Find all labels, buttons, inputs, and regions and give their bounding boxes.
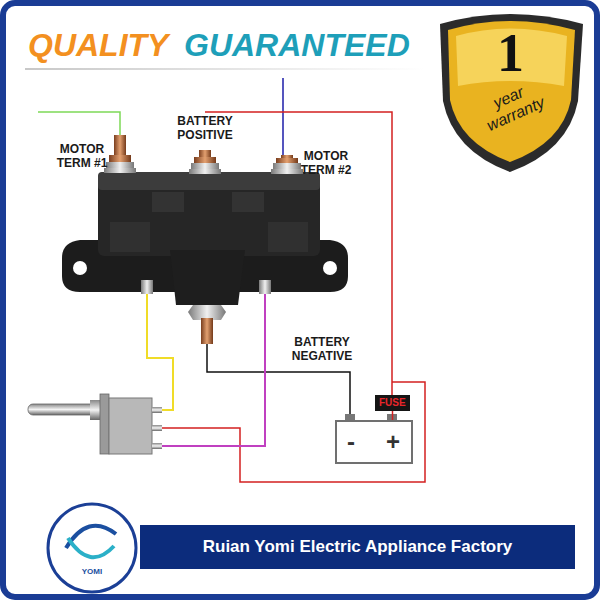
green-wire [38,112,120,140]
toggle-switch [28,394,162,454]
company-name: Ruian Yomi Electric Appliance Factory [140,525,575,569]
hex-nut [188,305,226,320]
spade-terminal [259,280,271,294]
fuse-label: FUSE [375,395,410,411]
switch-body [109,398,152,454]
switch-nut [100,394,109,454]
red-wire [160,382,425,482]
stud-boss [170,250,245,305]
body-rib [268,222,308,252]
washer [189,169,221,174]
switch-lever [28,404,98,415]
terminal-label: MOTOR TERM #1 [54,143,110,171]
badge-number: 1 [428,26,593,80]
body-rib [110,222,150,252]
header-word: GUARANTEED [184,26,410,64]
logo-text: YOMI [70,568,114,576]
switch-pin [152,425,162,431]
battery-sign: - [341,426,361,457]
yellow-wire [147,290,173,410]
frame [3,3,597,597]
switch-pin [152,407,162,413]
blue-wire [282,78,284,160]
terminal-label: BATTERY POSITIVE [163,115,247,143]
spade-terminal [141,280,153,294]
terminal-label: MOTOR TERM #2 [298,150,354,178]
switch-pin [152,443,162,449]
copper-stud [201,318,213,344]
fuse-box: FUSE [375,395,410,411]
copper-nut [109,155,131,162]
header-word: QUALITY [28,26,168,64]
battery-sign: + [383,426,403,457]
washer [104,168,136,173]
battery-box: -+ [335,420,413,464]
fuse-wire [392,411,394,420]
company-band: Ruian Yomi Electric Appliance Factory [140,525,575,569]
mount-hole [323,261,337,275]
mount-hole [73,261,87,275]
magenta-wire [160,290,265,446]
copper-nut [194,157,216,164]
warranty-badge: 1year warranty [428,6,593,174]
body-recess [232,192,264,212]
body-recess [152,192,184,212]
washer [271,169,303,174]
solenoid-body [98,172,320,256]
company-logo [48,504,136,592]
header-rule [25,68,425,70]
solenoid-top [98,172,320,190]
logo-circle [48,504,136,592]
logo-swirl [68,538,114,557]
terminal-label: BATTERY NEGATIVE [282,336,362,364]
